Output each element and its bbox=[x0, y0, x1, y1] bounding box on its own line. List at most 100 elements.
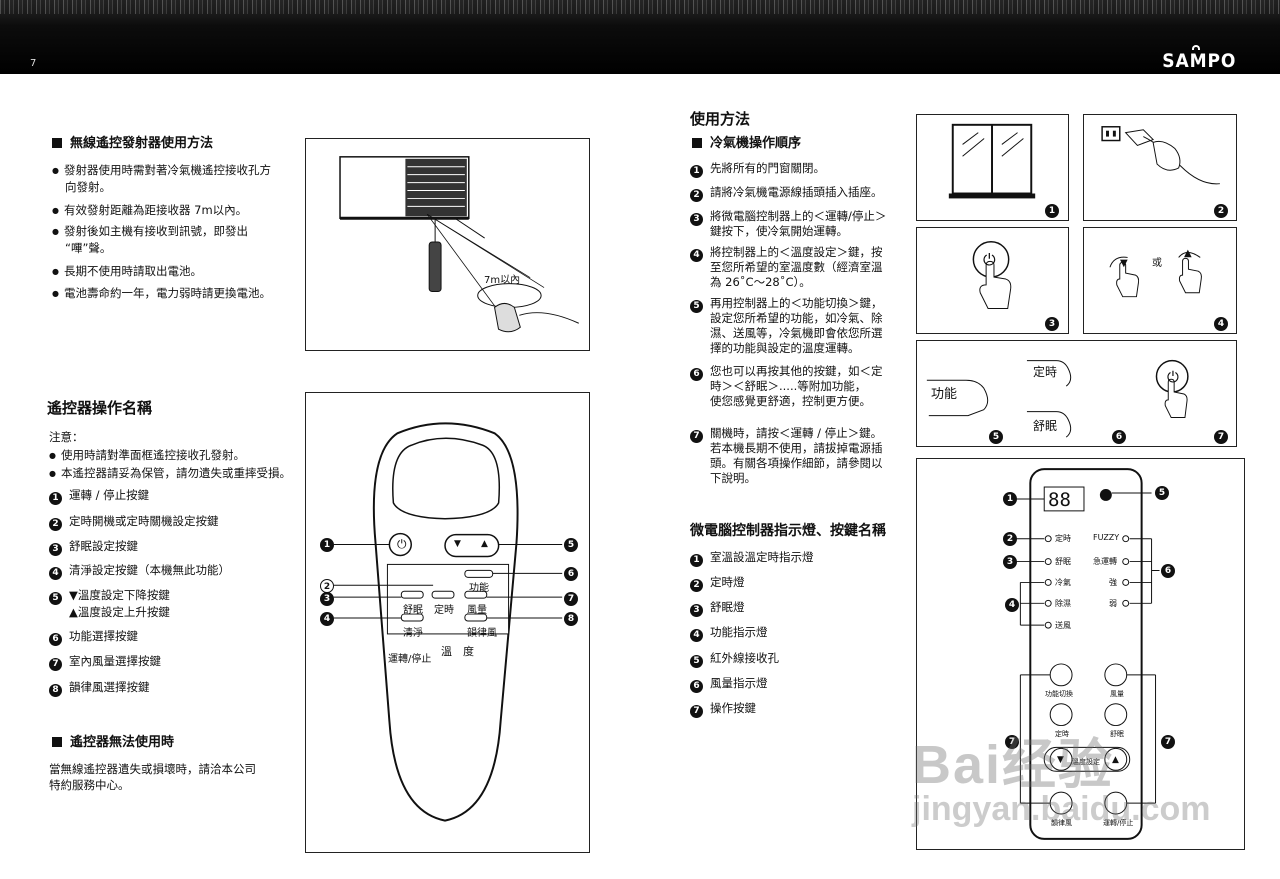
step-num-2: 2 bbox=[1214, 204, 1228, 218]
step-4-line: 至您所希望的室溫度數（經濟室溫 bbox=[710, 260, 883, 274]
distance-label: 7m以內 bbox=[484, 275, 521, 286]
func-label: 功能 bbox=[931, 387, 958, 402]
page-number: 7 bbox=[30, 58, 37, 69]
panel-callout-7: 7 bbox=[1005, 735, 1019, 749]
step-7-line: 頭。有關各項操作細節，請參閱以 bbox=[710, 456, 883, 470]
remote-rhythm-label: 韻律風 bbox=[467, 628, 497, 639]
panel-callout-2: 2 bbox=[1003, 532, 1017, 546]
step2-plug-illustration: 2 bbox=[1083, 114, 1237, 221]
temp-up-icon: ▲ bbox=[481, 539, 488, 549]
bullet-3: 發射後如主機有接收到訊號，即發出 bbox=[52, 224, 248, 239]
step3-power-illustration: ⏻ 3 bbox=[916, 227, 1069, 334]
remote-power-label: 運轉/停止 bbox=[388, 654, 432, 665]
step-4-line: 為 26˚C～28˚C）。 bbox=[710, 275, 811, 289]
remote-drawing bbox=[333, 422, 563, 822]
watermark-url: jingyan.baidu.com bbox=[912, 790, 1211, 828]
power-icon: ⏻ bbox=[1167, 368, 1179, 386]
cooling-title: 冷氣機操作順序 bbox=[692, 136, 801, 151]
led-label: 弱 bbox=[1109, 599, 1117, 608]
lost-text-1: 當無線遙控器遺失或損壞時，請洽本公司 bbox=[49, 762, 256, 776]
remote-func-label: 功能 bbox=[469, 583, 489, 594]
step-6-line: 使您感覺更舒適，控制更方便。 bbox=[710, 394, 871, 408]
step-6-line: 時＞＜舒眠＞.....等附加功能， bbox=[710, 379, 867, 393]
bullet-5: 電池壽命約一年，電力弱時請更換電池。 bbox=[52, 286, 271, 301]
panel-button-label: 韻律風 bbox=[1051, 819, 1072, 827]
panel-title: 微電腦控制器指示燈、按鍵名稱 bbox=[690, 523, 886, 539]
step-7-line: 若本機長期不使用，請拔掉電源插 bbox=[710, 441, 883, 455]
panel-button-label: 運轉/停止 bbox=[1103, 819, 1134, 827]
temp-down-icon: ▼ bbox=[1120, 258, 1128, 269]
step-7-line: 下說明。 bbox=[710, 471, 756, 485]
panel-button-label: 溫度設定 bbox=[1072, 758, 1100, 766]
or-label: 或 bbox=[1152, 258, 1162, 269]
power-icon: ⏻ bbox=[983, 250, 996, 269]
temp-press-drawing bbox=[1109, 252, 1202, 298]
step-num-7: 7 bbox=[1214, 430, 1228, 444]
led-label: FUZZY bbox=[1093, 533, 1120, 542]
remote-fan-label: 風量 bbox=[467, 605, 487, 616]
step-5-line: 濕、送風等，冷氣機即會依您所選 bbox=[710, 326, 883, 340]
temp-down-icon: ▼ bbox=[454, 539, 461, 549]
usage-title: 使用方法 bbox=[690, 110, 751, 128]
step5-7-illustration: 功能 定時 舒眠 ⏻ 5 6 7 bbox=[916, 340, 1237, 447]
button-list-item: ▲溫度設定上升按鍵 bbox=[69, 605, 170, 619]
step-5-line: 設定您所希望的功能，如冷氣、除 bbox=[710, 311, 883, 325]
remote-diagram: ⏻ ▼ ▲ 功能 舒眠 定時 風量 清淨 韻律風 運轉/停止 溫 度 1 2 3… bbox=[305, 392, 590, 853]
control-panel-diagram: 88 定時 舒眠 冷氣 除濕 送風 FUZZY 急運轉 強 弱 功能切換 風量 … bbox=[916, 458, 1245, 850]
step-num-1: 1 bbox=[1045, 204, 1059, 218]
note-2: 本遙控器請妥為保管，請勿遺失或重摔受損。 bbox=[49, 466, 291, 481]
led-label: 定時 bbox=[1055, 534, 1071, 543]
step-5-line: 擇的功能與設定的溫度運轉。 bbox=[710, 341, 860, 355]
brand-logo: SAMPO bbox=[1161, 50, 1236, 72]
bullet-1-cont: 向發射。 bbox=[65, 180, 111, 194]
panel-callout-4: 4 bbox=[1005, 598, 1019, 612]
step-num-4: 4 bbox=[1214, 317, 1228, 331]
callout-3: 3 bbox=[320, 592, 334, 606]
step-3-line: 鍵按下，使冷氣開始運轉。 bbox=[710, 224, 848, 238]
remote-timer-label: 定時 bbox=[434, 605, 454, 616]
panel-callout-1: 1 bbox=[1003, 492, 1017, 506]
function-press-drawing bbox=[926, 359, 1189, 438]
power-icon: ⏻ bbox=[397, 537, 407, 551]
panel-callout-6: 6 bbox=[1161, 564, 1175, 578]
step-num-6: 6 bbox=[1112, 430, 1126, 444]
bullet-1: 發射器使用時需對著冷氣機遙控接收孔方 bbox=[52, 163, 271, 178]
plug-drawing bbox=[1101, 126, 1220, 185]
panel-drawing bbox=[1016, 468, 1160, 840]
panel-button-label: 功能切換 bbox=[1045, 690, 1073, 698]
window-drawing bbox=[948, 123, 1036, 199]
callout-5: 5 bbox=[564, 538, 578, 552]
step4-temp-illustration: ▼ ▲ 或 4 bbox=[1083, 227, 1237, 334]
callout-6: 6 bbox=[564, 567, 578, 581]
temp-down-icon: ▼ bbox=[1057, 755, 1064, 765]
step-num-5: 5 bbox=[989, 430, 1003, 444]
remote-clean-label: 清淨 bbox=[403, 628, 423, 639]
led-label: 送風 bbox=[1055, 621, 1071, 630]
temp-up-icon: ▲ bbox=[1112, 755, 1119, 765]
led-label: 強 bbox=[1109, 578, 1117, 587]
temp-up-icon: ▲ bbox=[1184, 248, 1192, 259]
panel-button-label: 風量 bbox=[1110, 690, 1124, 698]
callout-1: 1 bbox=[320, 538, 334, 552]
led-label: 舒眠 bbox=[1055, 557, 1071, 566]
panel-button-label: 舒眠 bbox=[1110, 730, 1124, 738]
remote-sleep-label: 舒眠 bbox=[403, 605, 423, 616]
timer-label: 定時 bbox=[1033, 365, 1058, 379]
watermark-logo: Bai经验 bbox=[912, 735, 1115, 795]
